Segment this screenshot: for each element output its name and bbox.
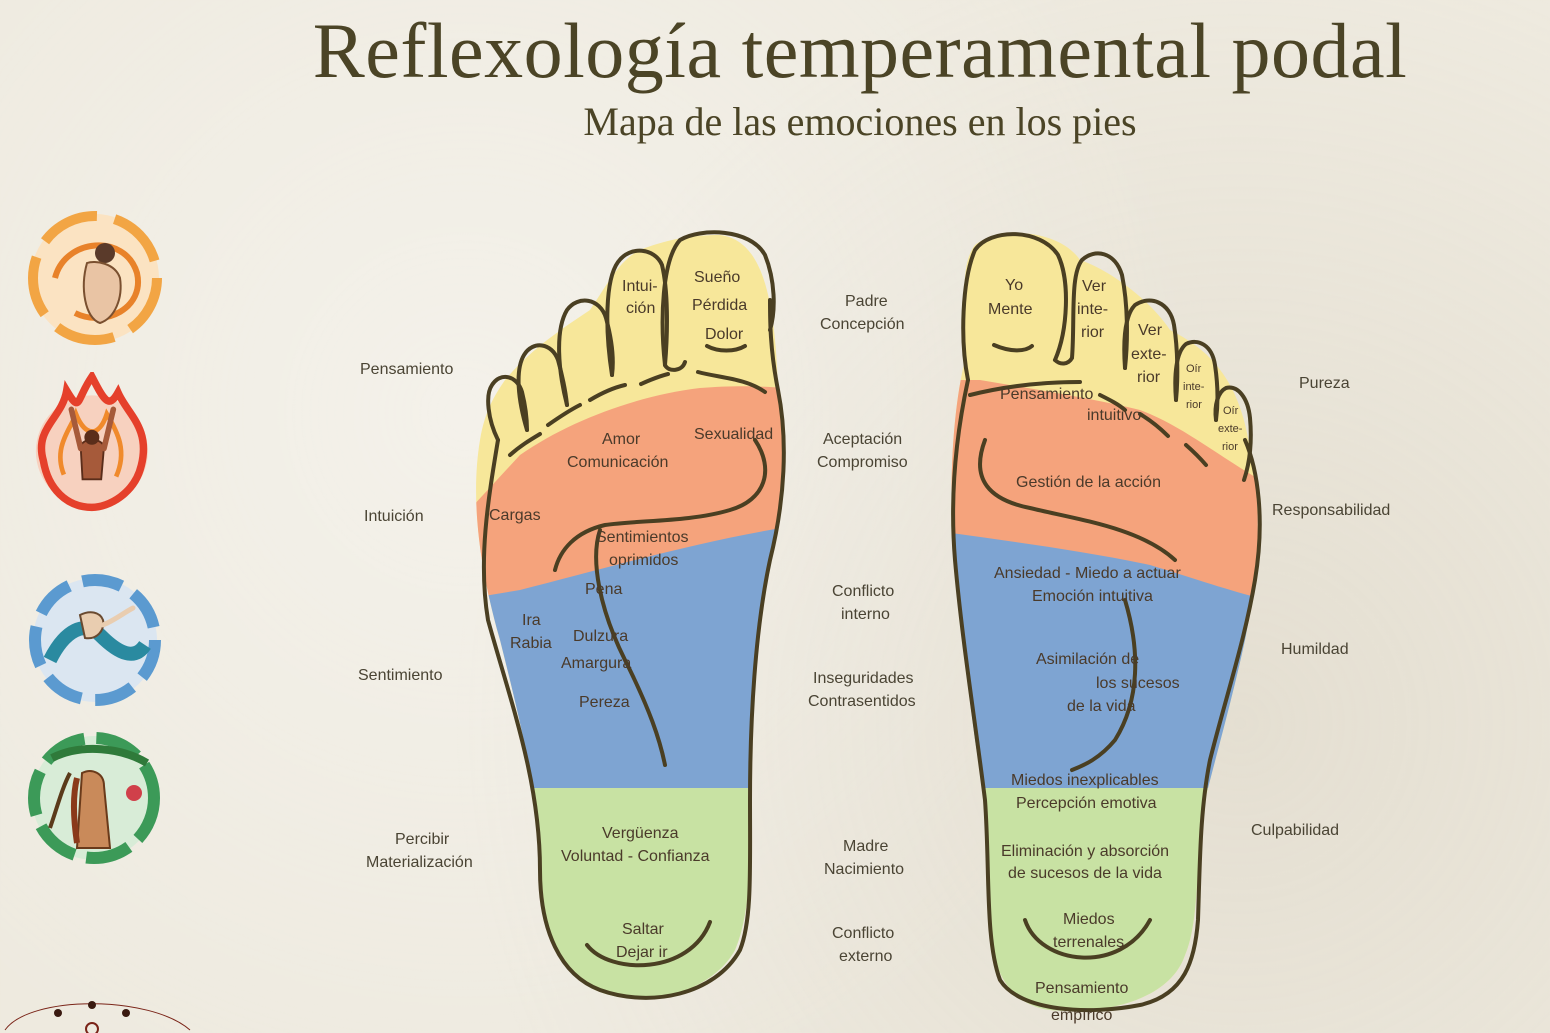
water-figure-icon bbox=[29, 574, 161, 706]
lf-perdida: Pérdida bbox=[692, 297, 748, 314]
lf-oprimidos: oprimidos bbox=[609, 552, 679, 569]
rf-oir2: Oír bbox=[1223, 405, 1239, 417]
rf-inte: inte- bbox=[1077, 301, 1109, 318]
rf-eliminacion: Eliminación y absorción bbox=[1001, 843, 1170, 860]
right-foot bbox=[951, 233, 1258, 1011]
rf-terrenales: terrenales bbox=[1053, 934, 1125, 951]
rf-oir1: Oír bbox=[1186, 363, 1202, 375]
lf-saltar: Saltar bbox=[622, 921, 664, 938]
rf-ansiedad: Ansiedad - Miedo a actuar bbox=[994, 565, 1181, 582]
label-responsabilidad: Responsabilidad bbox=[1272, 502, 1391, 519]
rf-pensamiento: Pensamiento bbox=[1000, 386, 1094, 403]
lf-ira: Ira bbox=[522, 612, 541, 629]
rf-asimilacion: Asimilación de bbox=[1036, 651, 1140, 668]
label-pensamiento: Pensamiento bbox=[360, 361, 454, 378]
rf-miedos-inexplicables: Miedos inexplicables bbox=[1011, 772, 1159, 789]
lf-sentimientos: Sentimientos bbox=[596, 529, 689, 546]
label-madre: Madre bbox=[843, 838, 889, 855]
label-interno: interno bbox=[841, 606, 890, 623]
rf-ver2: Ver bbox=[1138, 322, 1163, 339]
rf-vida: de la vida bbox=[1067, 698, 1136, 715]
lf-sueno: Sueño bbox=[694, 269, 741, 286]
lf-pena: Pena bbox=[585, 581, 623, 598]
label-intuicion: Intuición bbox=[364, 508, 424, 525]
rf-sucesos: los sucesos bbox=[1096, 675, 1180, 692]
brand-logo bbox=[4, 1001, 191, 1033]
label-conflicto: Conflicto bbox=[832, 583, 895, 600]
label-nacimiento: Nacimiento bbox=[824, 861, 905, 878]
label-percibir: Percibir bbox=[395, 831, 450, 848]
rf-ver: Ver bbox=[1082, 278, 1107, 295]
label-compromiso: Compromiso bbox=[817, 454, 908, 471]
rf-rior2: rior bbox=[1137, 369, 1161, 386]
rf-oir2b: exte- bbox=[1218, 423, 1243, 435]
lf-dejar: Dejar ir bbox=[616, 944, 668, 961]
lf-pereza: Pereza bbox=[579, 694, 630, 711]
rf-oir1c: rior bbox=[1186, 399, 1202, 411]
label-conflicto-externo: Conflicto bbox=[832, 925, 895, 942]
lf-intuicion-2: ción bbox=[626, 300, 656, 317]
lf-sexualidad: Sexualidad bbox=[694, 426, 774, 443]
rf-mente: Mente bbox=[988, 301, 1033, 318]
label-materializacion: Materialización bbox=[366, 854, 473, 871]
rf-gestion: Gestión de la acción bbox=[1016, 474, 1161, 491]
rf-oir2c: rior bbox=[1222, 441, 1238, 453]
label-concepcion: Concepción bbox=[820, 316, 905, 333]
lf-verguenza: Vergüenza bbox=[602, 825, 679, 842]
rf-yo: Yo bbox=[1005, 277, 1024, 294]
rf-miedos: Miedos bbox=[1063, 911, 1115, 928]
page-title: Reflexología temperamental podal bbox=[312, 7, 1408, 94]
rf-oir1b: inte- bbox=[1183, 381, 1205, 393]
rf-emocion: Emoción intuitiva bbox=[1032, 588, 1153, 605]
lf-amargura: Amargura bbox=[561, 655, 632, 672]
label-humildad: Humildad bbox=[1281, 641, 1349, 658]
label-culpabilidad: Culpabilidad bbox=[1251, 822, 1340, 839]
rf-pensamiento-empirico: Pensamiento bbox=[1035, 980, 1129, 997]
fire-figure-icon bbox=[35, 372, 148, 512]
earth-figure-icon bbox=[28, 732, 160, 864]
page-subtitle: Mapa de las emociones en los pies bbox=[583, 99, 1137, 144]
lf-dulzura: Dulzura bbox=[573, 628, 629, 645]
lf-intuicion-1: Intui- bbox=[622, 278, 658, 295]
label-aceptacion: Aceptación bbox=[823, 431, 903, 448]
lf-dolor: Dolor bbox=[705, 326, 744, 343]
rf-exte: exte- bbox=[1131, 346, 1167, 363]
label-contrasentidos: Contrasentidos bbox=[808, 693, 916, 710]
lf-rabia: Rabia bbox=[510, 635, 552, 652]
lf-amor: Amor bbox=[602, 431, 641, 448]
rf-rior: rior bbox=[1081, 324, 1105, 341]
label-sentimiento: Sentimiento bbox=[358, 667, 443, 684]
label-pureza: Pureza bbox=[1299, 375, 1350, 392]
label-externo: externo bbox=[839, 948, 893, 965]
rf-percepcion: Percepción emotiva bbox=[1016, 795, 1157, 812]
left-blue-zone bbox=[476, 525, 785, 790]
lf-comunicacion: Comunicación bbox=[567, 454, 669, 471]
air-figure-icon bbox=[28, 211, 162, 345]
rf-empirico: empírico bbox=[1051, 1007, 1113, 1024]
right-foot-outline bbox=[951, 232, 1262, 1013]
left-foot-outline bbox=[481, 230, 786, 1000]
lf-voluntad: Voluntad - Confianza bbox=[561, 848, 710, 865]
rf-intuitivo: intuitivo bbox=[1087, 407, 1142, 424]
lf-cargas: Cargas bbox=[489, 507, 541, 524]
rf-de-sucesos: de sucesos de la vida bbox=[1008, 865, 1162, 882]
label-inseguridades: Inseguridades bbox=[813, 670, 914, 687]
label-padre: Padre bbox=[845, 293, 888, 310]
right-blue-zone bbox=[951, 530, 1258, 790]
